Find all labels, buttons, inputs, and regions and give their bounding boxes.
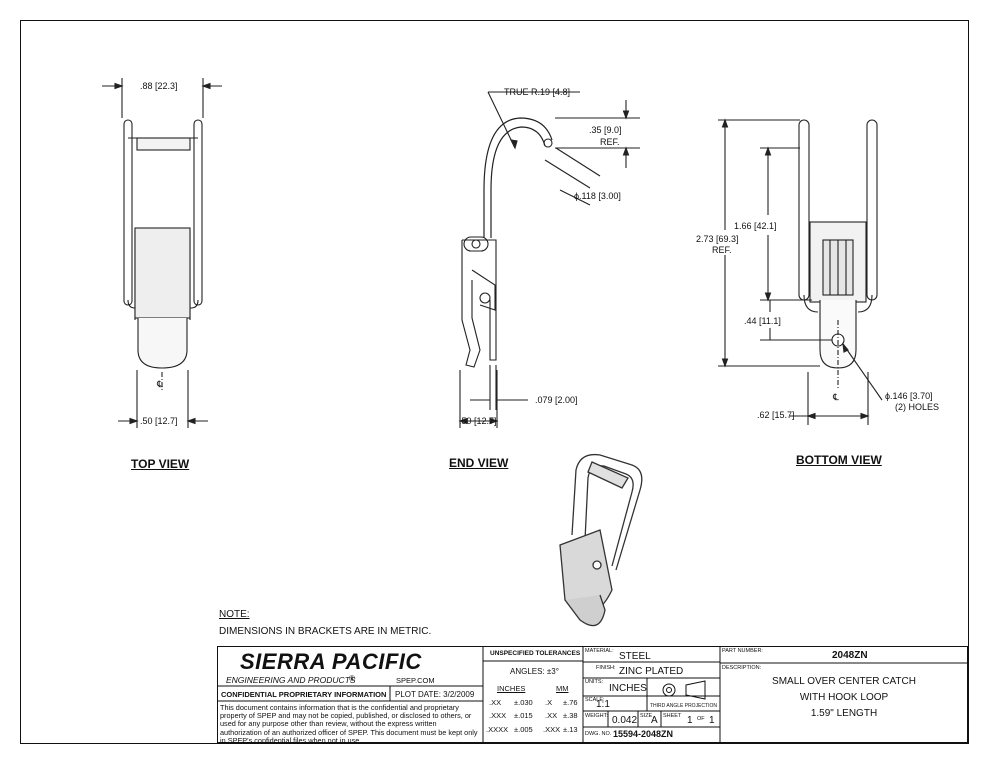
material-label: MATERIAL: (585, 648, 614, 654)
end-dim-tip: .35 [9.0] (589, 125, 622, 135)
end-pivot-top (463, 236, 489, 252)
top-hinge-pin (136, 137, 191, 151)
tolerance-mm-label: MM (556, 684, 569, 693)
note-text: DIMENSIONS IN BRACKETS ARE IN METRIC. (219, 626, 432, 637)
end-dim-thickness: .079 [2.00] (535, 395, 578, 405)
bottom-view-title: BOTTOM VIEW (796, 453, 882, 467)
description-label: DESCRIPTION: (722, 665, 762, 671)
size-label: SIZE (640, 713, 653, 719)
company-division: ENGINEERING AND PRODUCTS (226, 675, 356, 685)
tol-row-3-in-tol: ±.005 (514, 725, 533, 734)
registered-mark-icon: ® (349, 674, 355, 683)
third-angle-projection-icon (663, 685, 675, 697)
company-name: SIERRA PACIFIC (240, 649, 422, 674)
tol-row-3-mm-fmt: .XXX (543, 725, 561, 734)
company-website: SPEP.COM (396, 676, 435, 685)
sheet-total: 1 (709, 715, 715, 726)
sheet-label: SHEET (663, 713, 682, 719)
bottom-dim-overall-ref: REF. (712, 245, 732, 255)
bottom-dim-hole-pos: .44 [11.1] (744, 316, 781, 326)
confidential-header: CONFIDENTIAL PROPRIETARY INFORMATION (221, 690, 387, 699)
sheet-of-label: OF (697, 716, 705, 722)
tol-row-3-in-fmt: .XXXX (486, 725, 509, 734)
top-view-title: TOP VIEW (131, 457, 190, 471)
tol-row-1-in-fmt: .XX (489, 698, 502, 707)
dwg-no-label: DWG. NO. (585, 731, 612, 737)
material-value: STEEL (619, 651, 651, 662)
end-dim-radius: TRUE R.19 [4.8] (504, 87, 571, 97)
projection-label: THIRD ANGLE PROJECTION (650, 703, 717, 709)
weight-label: WEIGHT: (585, 713, 608, 719)
description-line-2: WITH HOOK LOOP (799, 692, 889, 703)
bottom-centerline-symbol: ℄ (833, 392, 839, 402)
bottom-dim-width: .62 [15.7] (757, 410, 795, 420)
bottom-dim-mid: 1.66 [42.1] (734, 221, 777, 231)
bottom-dim-hole: ϕ.146 [3.70] (885, 391, 933, 401)
confidential-text: This document contains information that … (220, 703, 478, 745)
end-view-drawing (458, 91, 640, 428)
top-view-drawing (102, 78, 222, 428)
top-dim-width-top: .88 [22.3] (140, 81, 178, 91)
tol-row-2-mm-tol: ±.38 (563, 711, 578, 720)
tol-row-2-mm-fmt: .XX (545, 711, 558, 720)
description-line-1: SMALL OVER CENTER CATCH (772, 676, 916, 687)
top-centerline-symbol: ℄ (157, 379, 163, 389)
tolerance-inches-label: INCHES (497, 684, 526, 693)
end-dim-tip-ref: REF. (600, 137, 620, 147)
bottom-dim-overall: 2.73 [69.3] (696, 234, 739, 244)
units-value: INCHES (609, 683, 647, 694)
top-tongue (137, 318, 188, 369)
part-number-label: PART NUMBER: (722, 648, 763, 654)
top-wire-right (193, 119, 203, 306)
tol-row-3-mm-tol: ±.13 (563, 725, 578, 734)
tol-row-1-mm-fmt: .X (545, 698, 553, 707)
size-value: A (651, 715, 658, 726)
tol-row-2-in-fmt: .XXX (489, 711, 507, 720)
bottom-view-drawing (718, 118, 883, 425)
part-number-value: 2048ZN (832, 650, 868, 661)
top-body (134, 227, 191, 319)
tolerance-heading: UNSPECIFIED TOLERANCES (490, 650, 581, 657)
end-dim-wire: ϕ.118 [3.00] (574, 191, 621, 201)
weight-value: 0.042 (612, 715, 638, 726)
bottom-dim-hole-count: (2) HOLES (895, 402, 940, 412)
top-wire-left (123, 119, 133, 306)
title-block-grid (217, 646, 968, 743)
tol-row-1-in-tol: ±.030 (514, 698, 533, 707)
dwg-no-value: 15594-2048ZN (613, 729, 674, 739)
scale-value: 1:1 (596, 699, 610, 710)
top-dim-width-bottom: .50 [12.7] (140, 416, 178, 426)
end-dim-base: .50 [12.7] (459, 416, 497, 426)
finish-value: ZINC PLATED (619, 666, 684, 677)
finish-label: FINISH: (596, 665, 616, 671)
tol-row-1-mm-tol: ±.76 (563, 698, 578, 707)
scale-label: SCALE: (585, 697, 605, 703)
tolerance-angles: ANGLES: ±3° (510, 667, 559, 676)
sheet-border (20, 20, 969, 744)
end-view-title: END VIEW (449, 456, 509, 470)
units-label: UNITS: (585, 679, 604, 685)
note-heading: NOTE: (219, 609, 250, 620)
sheet-value: 1 (687, 715, 693, 726)
isometric-view-drawing (559, 453, 643, 627)
plot-date: PLOT DATE: 3/2/2009 (395, 690, 475, 699)
tol-row-2-in-tol: ±.015 (514, 711, 533, 720)
description-line-3: 1.59" LENGTH (810, 708, 878, 719)
